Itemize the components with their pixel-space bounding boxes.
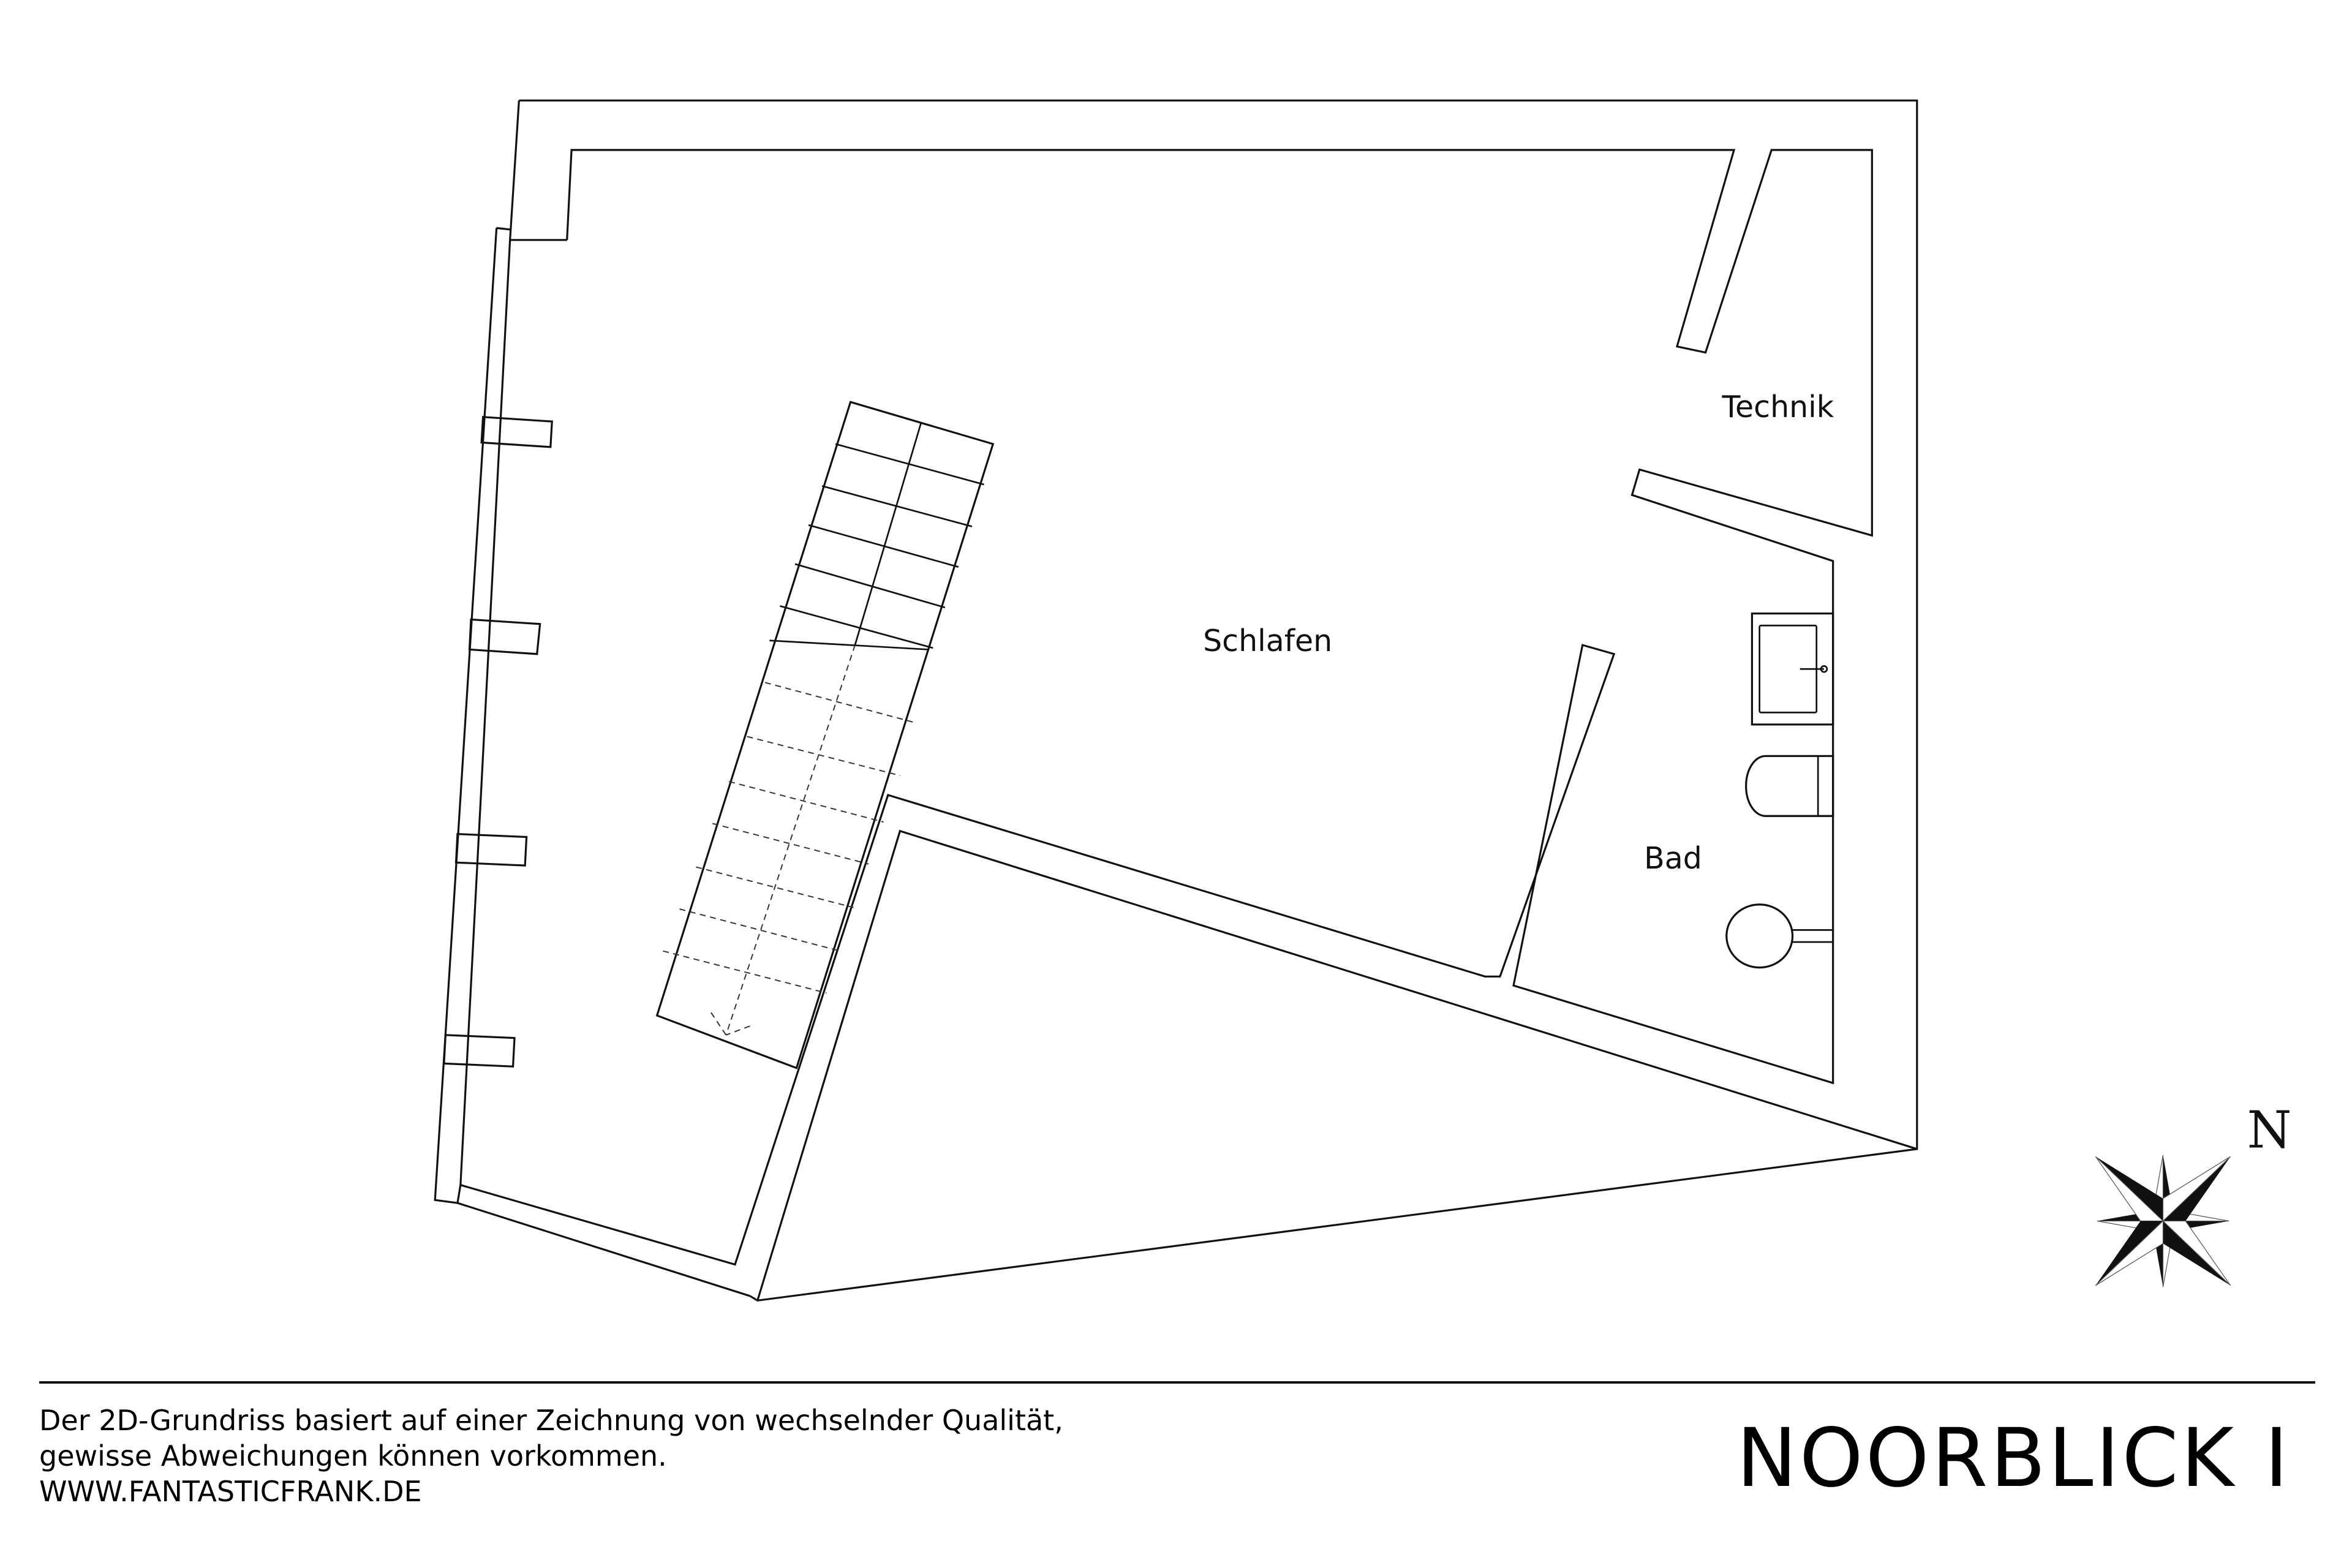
- disclaimer-line: gewisse Abweichungen können vorkommen.: [39, 1439, 667, 1472]
- footer-divider: [39, 1381, 2315, 1384]
- compass-north-label: N: [2247, 1100, 2292, 1159]
- outer-walls: [434, 99, 1918, 1302]
- shower-head: [1725, 903, 1794, 969]
- toilet: [1745, 755, 1834, 817]
- project-title: NOORBLICK I: [1736, 1411, 2291, 1506]
- website-link[interactable]: WWW.FANTASTICFRANK.DE: [39, 1475, 422, 1508]
- disclaimer-line: Der 2D-Grundriss basiert auf einer Zeich…: [39, 1404, 1063, 1437]
- disclaimer: Der 2D-Grundriss basiert auf einer Zeich…: [39, 1403, 1063, 1509]
- bathroom-fixtures: [1725, 612, 1834, 969]
- washbasin: [1751, 612, 1834, 726]
- compass-rose-icon: [2095, 1155, 2231, 1287]
- room-label-bad: Bad: [1644, 841, 1702, 876]
- staircase: [655, 401, 995, 1069]
- room-label-technik: Technik: [1721, 390, 1834, 424]
- room-label-schlafen: Schlafen: [1203, 624, 1332, 658]
